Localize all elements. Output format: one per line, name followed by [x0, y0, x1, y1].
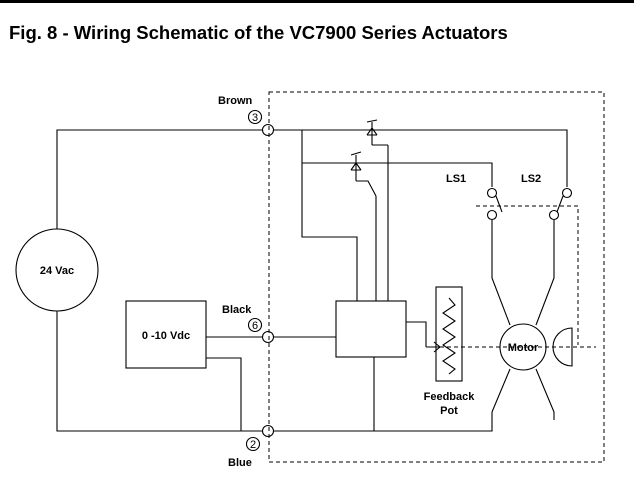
terminal-black-number: 6 — [252, 320, 258, 332]
power-supply-24vac: 24 Vac — [15, 228, 99, 312]
internal-common-bus — [274, 420, 493, 432]
ls2-label: LS2 — [521, 173, 541, 185]
terminal-blue-label: Blue — [228, 457, 252, 469]
terminal-brown-label: Brown — [218, 95, 253, 107]
ls1-label: LS1 — [446, 173, 466, 185]
motor: Motor — [491, 235, 555, 420]
triac-1 — [366, 119, 388, 146]
wire-blue — [56, 311, 262, 432]
power-supply-label: 24 Vac — [40, 265, 74, 277]
top-rule — [0, 0, 634, 3]
figure-title: Fig. 8 - Wiring Schematic of the VC7900 … — [9, 22, 508, 43]
triac-2 — [350, 151, 377, 197]
terminal-brown: Brown 3 — [218, 95, 275, 137]
motor-label: Motor — [508, 342, 539, 354]
internal-feed-lower — [301, 130, 358, 301]
limit-switch-ls2: LS2 — [521, 173, 573, 235]
wire-control-common — [206, 357, 242, 431]
limit-switch-cam-link — [476, 205, 579, 345]
limit-switch-ls1: LS1 — [446, 173, 503, 235]
terminal-brown-number: 3 — [252, 112, 258, 124]
feedback-pot-label-line1: Feedback — [424, 391, 476, 403]
control-signal-label: 0 -10 Vdc — [142, 330, 190, 342]
feedback-arrow — [426, 341, 441, 353]
feedback-link — [406, 321, 427, 347]
terminal-blue-number: 2 — [250, 439, 256, 451]
control-electronics — [335, 300, 407, 358]
actuator-enclosure — [268, 91, 605, 463]
feedback-pot-label-line2: Pot — [440, 405, 458, 417]
wire-brown — [56, 129, 262, 229]
internal-feed-upper — [302, 162, 493, 187]
control-signal-source: 0 -10 Vdc — [125, 300, 207, 369]
terminal-black: Black 6 — [222, 304, 275, 344]
terminal-blue: 2 Blue — [228, 424, 275, 469]
terminal-black-label: Black — [222, 304, 252, 316]
output-shaft-coupling — [552, 327, 573, 367]
feedback-pot: Feedback Pot — [424, 286, 476, 417]
